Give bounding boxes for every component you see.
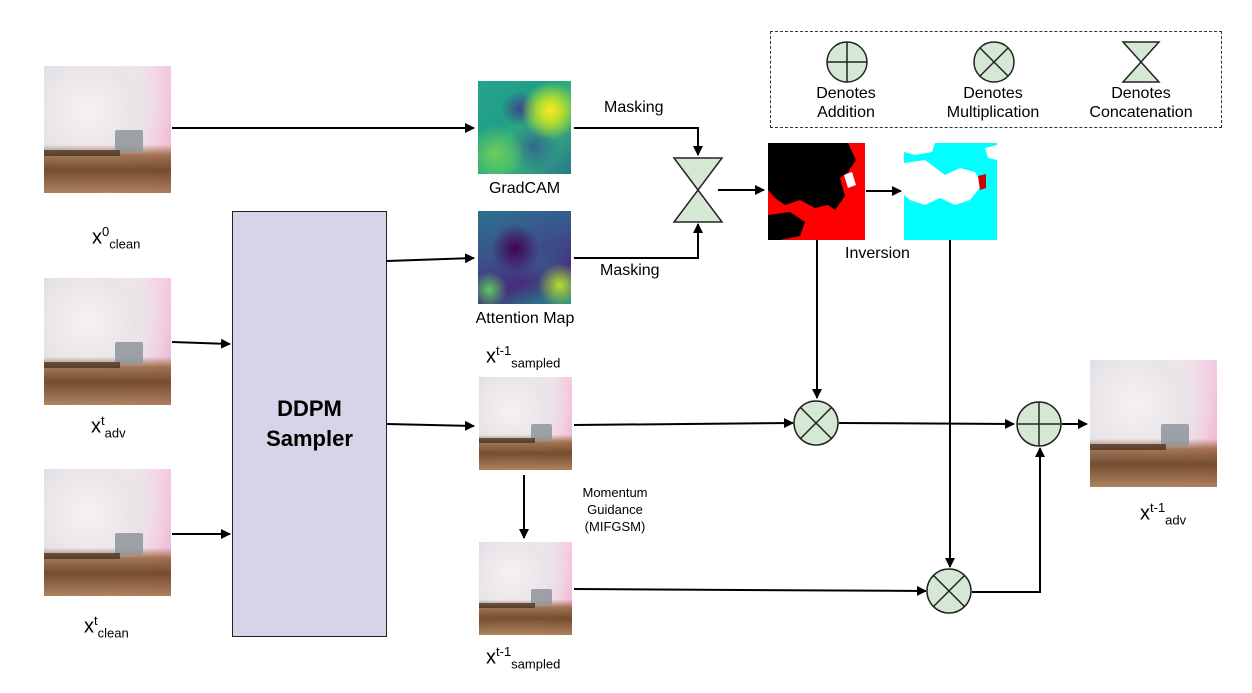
arrow-sampled-to-multiply-top xyxy=(573,418,794,429)
sampler-title-line2: Sampler xyxy=(266,426,353,451)
attention-map-heatmap xyxy=(478,211,571,304)
circle-times-icon xyxy=(793,400,839,446)
circle-plus-icon xyxy=(1016,401,1062,447)
sampler-title-line1: DDPM xyxy=(277,396,342,421)
inverted-mask-image xyxy=(904,143,997,240)
arrow-sampler-to-attention xyxy=(386,253,475,264)
legend-multiplication-line2: Multiplication xyxy=(946,104,1040,121)
masking-label-bottom: Masking xyxy=(600,262,660,279)
sampled-image-top xyxy=(479,377,572,470)
legend-concatenation-line2: Concatenation xyxy=(1089,104,1193,121)
arrow-attention-to-concat xyxy=(574,223,703,259)
arrow-adv-to-sampler xyxy=(171,338,231,349)
xt-adv-label: xtadv xyxy=(91,413,126,441)
xt1-adv-label: xt-1adv xyxy=(1140,500,1187,528)
arrow-gradcam-to-concat xyxy=(574,127,703,156)
legend-multiplication-line1: Denotes xyxy=(963,85,1023,102)
arrow-sampled-to-multiply-bottom xyxy=(573,585,927,596)
hourglass-icon xyxy=(672,157,724,223)
clean-input-image xyxy=(44,66,171,193)
adversarial-input-image xyxy=(44,278,171,405)
gradcam-heatmap xyxy=(478,81,571,174)
masking-label-top: Masking xyxy=(604,99,664,116)
legend-addition-line2: Addition xyxy=(817,104,875,121)
xt-clean-label: xtclean xyxy=(84,613,129,641)
clean-timestep-image xyxy=(44,469,171,596)
circle-times-icon xyxy=(926,568,972,614)
ddpm-sampler-block: DDPM Sampler xyxy=(232,211,387,637)
binary-mask-image xyxy=(768,143,865,240)
inversion-label: Inversion xyxy=(845,245,910,262)
legend-addition-line1: Denotes xyxy=(816,85,876,102)
x0-clean-label: x0clean xyxy=(92,224,141,252)
xt1-sampled-label-top: xt-1sampled xyxy=(486,343,561,371)
xt1-sampled-label-bottom: xt-1sampled xyxy=(486,644,561,672)
legend: Denotes Addition Denotes Multiplication … xyxy=(770,31,1222,128)
arrow-sampler-to-sampled xyxy=(386,420,475,431)
legend-concatenation-line1: Denotes xyxy=(1111,85,1171,102)
gradcam-label: GradCAM xyxy=(488,180,561,197)
hourglass-icon xyxy=(1121,41,1161,83)
adversarial-output-image xyxy=(1090,360,1217,487)
circle-times-icon xyxy=(973,41,1015,83)
sampled-image-bottom xyxy=(479,542,572,635)
circle-plus-icon xyxy=(826,41,868,83)
momentum-guidance-label: Momentum Guidance (MIFGSM) xyxy=(582,485,648,534)
arrow-multiply-top-to-add xyxy=(838,418,1015,429)
attention-map-label: Attention Map xyxy=(475,310,575,327)
arrow-multiply-bottom-to-add xyxy=(972,447,1045,593)
